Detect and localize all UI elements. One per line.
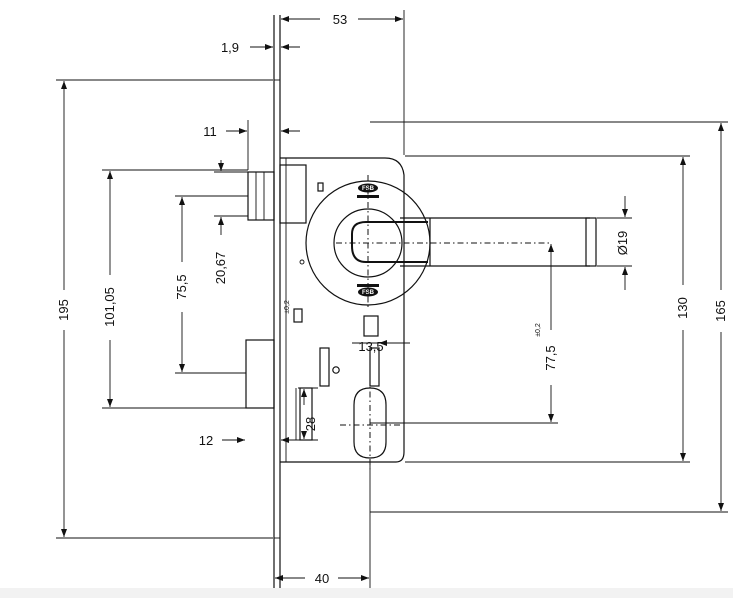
svg-text:75,5: 75,5 [174,274,189,299]
dimension-11: 11 [203,120,300,170]
handle-lever [400,217,597,267]
dimension-diameter-19: Ø19 [597,196,632,290]
dimension-130: 130 [405,155,690,463]
svg-text:±0,2: ±0,2 [284,300,291,314]
svg-text:Ø19: Ø19 [615,231,630,256]
svg-text:165: 165 [713,300,728,322]
dimension-165: 165 [370,121,728,513]
svg-text:1,9: 1,9 [221,40,239,55]
dimension-77-5: 77,5 ±0,2 [370,244,558,424]
dimension-13-5: 13,5 [352,339,410,354]
dead-bolt [245,339,275,409]
dimension-101-05: 101,05 [102,169,248,409]
lock-case [280,157,405,463]
svg-text:195: 195 [56,299,71,321]
svg-text:20,67: 20,67 [213,252,228,285]
dimension-1-9: 1,9 [221,40,300,55]
bottom-strip [0,588,733,598]
cylinder-slot [353,387,387,459]
svg-text:28: 28 [303,417,318,431]
dimension-195: 195 [56,79,273,539]
dimension-75-5: 75,5 [174,195,248,374]
small-parts [293,259,380,441]
latch-bolt [247,164,324,224]
dimension-20-67: 20,67 [213,160,248,284]
svg-text:11: 11 [203,124,217,139]
dimension-40: 40 [275,462,371,590]
svg-text:77,5: 77,5 [543,345,558,370]
svg-text:13,5: 13,5 [358,339,383,354]
svg-text:12: 12 [199,433,213,448]
svg-text:40: 40 [315,571,329,586]
dimension-28: 28 [298,387,318,441]
svg-text:101,05: 101,05 [102,287,117,327]
svg-text:53: 53 [333,12,347,27]
center-lines [336,175,550,470]
tolerance-note: ±0,2 [284,300,291,314]
svg-text:±0,2: ±0,2 [535,323,542,337]
dimension-53: 53 [281,10,405,155]
dimension-12: 12 [199,433,300,448]
svg-text:130: 130 [675,297,690,319]
faceplate [273,15,281,590]
